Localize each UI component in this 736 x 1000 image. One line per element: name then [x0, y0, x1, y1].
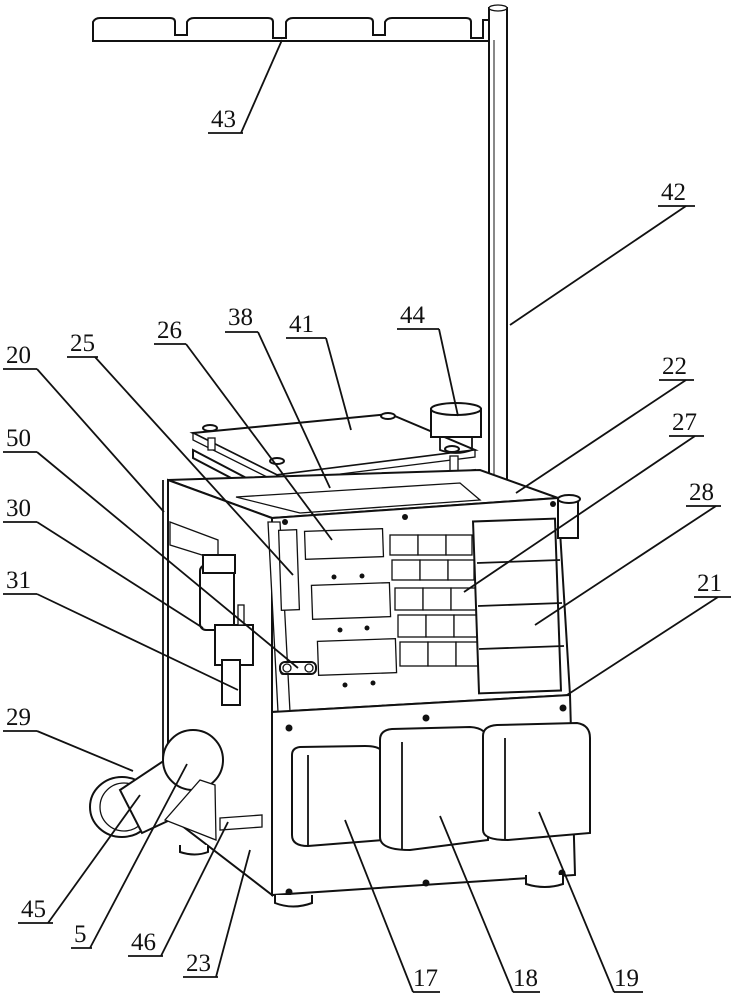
- label-38: 38: [228, 304, 253, 331]
- label-19: 19: [614, 965, 639, 992]
- feet: [179, 845, 564, 908]
- label-27: 27: [672, 409, 697, 436]
- label-44: 44: [400, 302, 426, 329]
- label-28: 28: [689, 479, 714, 506]
- label-31: 31: [6, 567, 31, 594]
- label-5: 5: [74, 921, 87, 948]
- label-17: 17: [413, 965, 438, 992]
- panel-right-modules: [471, 517, 565, 695]
- vertical-pole: [488, 4, 508, 484]
- label-30: 30: [6, 495, 31, 522]
- module-box-19: [482, 721, 591, 842]
- label-50: 50: [6, 425, 31, 452]
- label-18: 18: [513, 965, 538, 992]
- panel-button-grid: [389, 534, 483, 667]
- label-20: 20: [6, 342, 31, 369]
- hose-connector: [279, 661, 317, 675]
- label-21: 21: [697, 570, 722, 597]
- module-box-17: [291, 744, 384, 848]
- label-29: 29: [6, 704, 31, 731]
- label-41: 41: [289, 311, 314, 338]
- label-45: 45: [21, 896, 46, 923]
- label-26: 26: [157, 317, 182, 344]
- handle-arm: [89, 729, 263, 841]
- label-22: 22: [662, 353, 687, 380]
- leaders: [36, 39, 719, 993]
- module-box-18: [379, 725, 489, 852]
- panel-displays: [277, 527, 398, 677]
- label-25: 25: [70, 330, 95, 357]
- top-shelf: [92, 17, 491, 42]
- reference-labels: 43 42 41 44 38 26 25 20 22 50 27 30 28 3…: [3, 106, 731, 993]
- label-42: 42: [661, 179, 686, 206]
- left-valve-assembly: [199, 554, 254, 706]
- right-bracket: [557, 494, 581, 539]
- lower-panel-screws: [285, 704, 567, 896]
- label-46: 46: [131, 929, 156, 956]
- label-23: 23: [186, 950, 211, 977]
- label-43: 43: [211, 106, 236, 133]
